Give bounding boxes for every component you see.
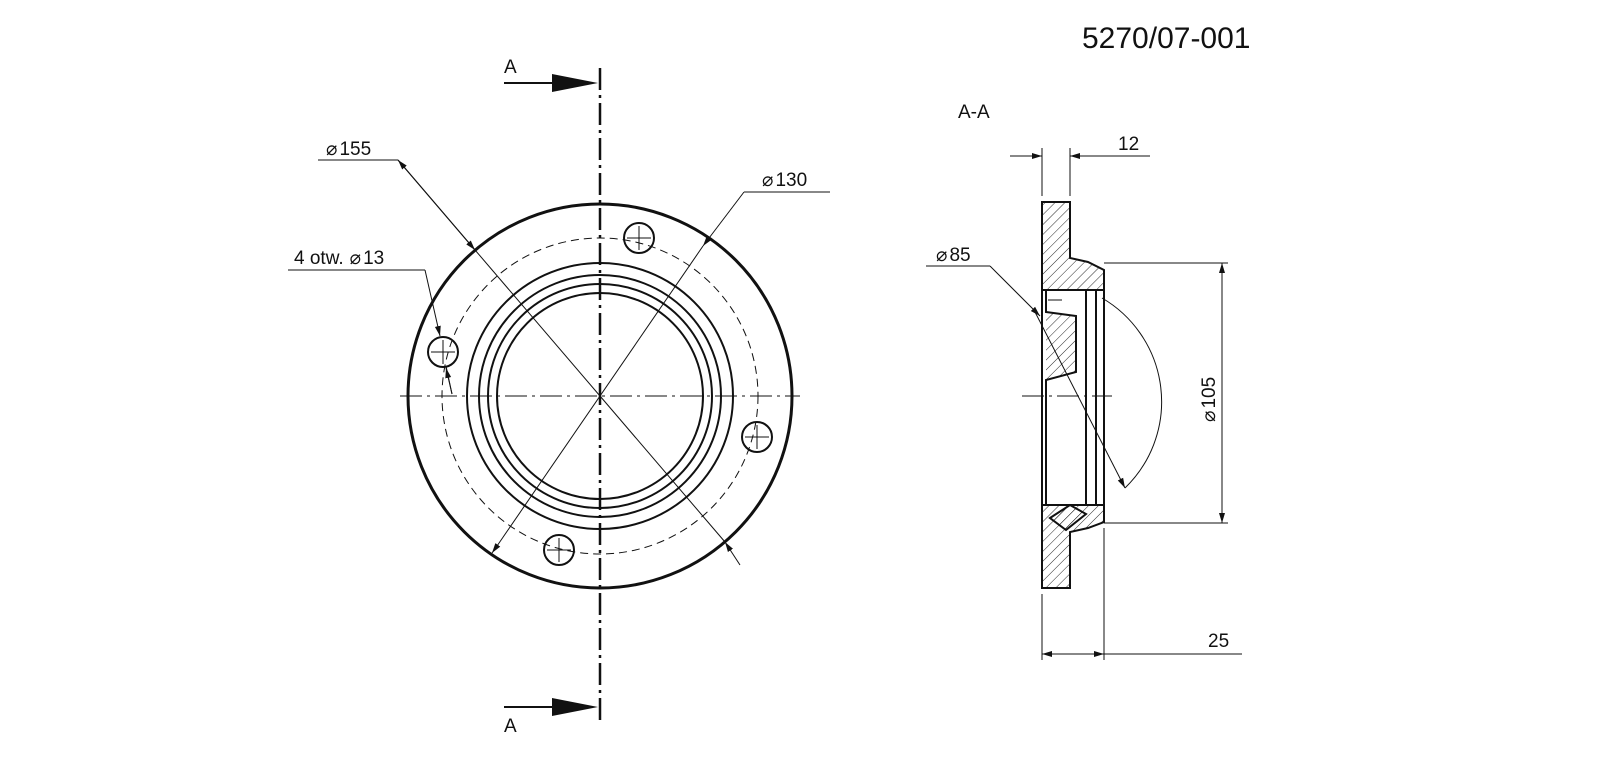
section-upper-seal-hatch bbox=[1046, 312, 1076, 380]
holes-value: 13 bbox=[363, 248, 384, 269]
bore-value: 85 bbox=[949, 245, 970, 266]
bolt-hole-left bbox=[427, 336, 459, 368]
outer-diameter-symbol: ⌀ bbox=[326, 139, 337, 160]
section-label-top: A bbox=[504, 57, 517, 78]
dim-spigot: ⌀ 105 bbox=[1104, 262, 1228, 524]
spigot-value: 105 bbox=[1199, 377, 1220, 409]
section-upper-hatch bbox=[1042, 202, 1104, 290]
dim-overall-length: 25 bbox=[1041, 528, 1242, 660]
holes-symbol: ⌀ bbox=[350, 248, 361, 269]
svg-text:⌀130: ⌀130 bbox=[762, 170, 807, 191]
bore-symbol: ⌀ bbox=[936, 245, 947, 266]
bolt-hole-bottom bbox=[543, 534, 575, 566]
section-arrow-top: A bbox=[504, 57, 598, 92]
svg-text:⌀85: ⌀85 bbox=[936, 245, 971, 266]
bolt-hole-top bbox=[623, 222, 655, 254]
section-title: A-A bbox=[958, 102, 990, 123]
dim-holes: 4 otw. ⌀13 bbox=[288, 248, 453, 395]
dim-outer-diameter: ⌀155 bbox=[318, 139, 741, 566]
front-view: A A ⌀155 ⌀130 bbox=[288, 57, 830, 737]
dim-flange-thickness: 12 bbox=[1010, 134, 1150, 196]
section-outline bbox=[1041, 201, 1105, 589]
bolt-circle-symbol: ⌀ bbox=[762, 170, 773, 191]
section-view: A-A 12 bbox=[926, 102, 1242, 660]
bolt-hole-right bbox=[741, 421, 773, 453]
svg-text:4 otw.⌀13: 4 otw. ⌀13 bbox=[294, 248, 384, 269]
outer-diameter-value: 155 bbox=[339, 139, 371, 160]
flange-thickness-value: 12 bbox=[1118, 134, 1139, 155]
overall-length-value: 25 bbox=[1208, 631, 1229, 652]
section-arrow-bottom: A bbox=[504, 698, 598, 737]
svg-text:⌀155: ⌀155 bbox=[326, 139, 371, 160]
section-label-bottom: A bbox=[504, 716, 517, 737]
holes-prefix: 4 otw. bbox=[294, 248, 344, 269]
dim-bolt-circle: ⌀130 bbox=[491, 170, 830, 554]
section-lower-hatch bbox=[1042, 505, 1104, 588]
bolt-holes bbox=[427, 222, 773, 566]
spigot-symbol: ⌀ bbox=[1199, 411, 1220, 422]
drawing-number: 5270/07-001 bbox=[1082, 22, 1251, 55]
svg-text:⌀105: ⌀ 105 bbox=[1199, 377, 1220, 422]
dim-bore: ⌀85 bbox=[926, 245, 1163, 489]
bolt-circle-value: 130 bbox=[775, 170, 807, 191]
